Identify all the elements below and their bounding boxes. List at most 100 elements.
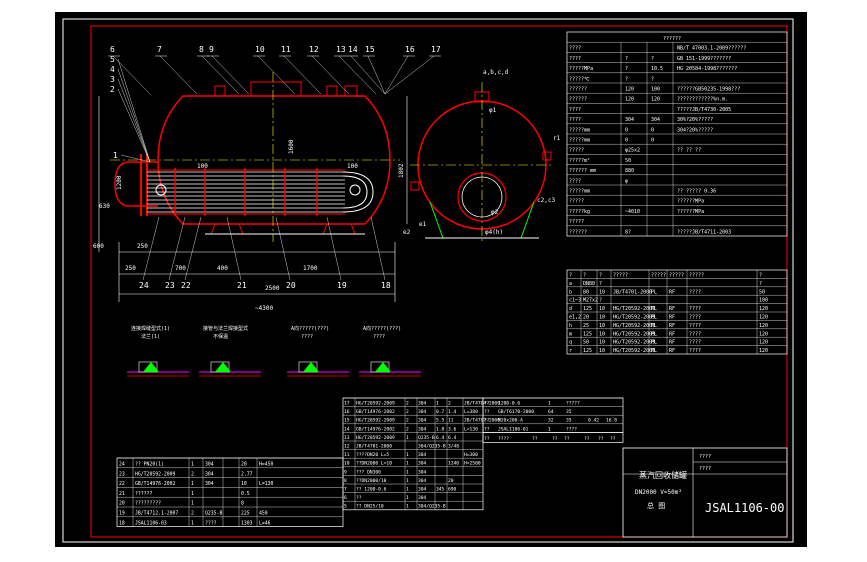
nozzle-cell: RF <box>669 315 675 321</box>
title-cell-1: ???? <box>699 454 711 460</box>
balloon-top: 7 <box>157 45 162 54</box>
tech-key: ?????MPa <box>569 66 593 72</box>
dim-400: 400 <box>217 265 228 272</box>
bom-cell: 225 <box>241 511 250 517</box>
detail-weld <box>143 362 159 372</box>
tech-val-a: 304 <box>625 117 634 123</box>
nozzle-cell: HG/T20592-2009 <box>613 331 655 337</box>
dim-2500: 2500 <box>265 285 280 292</box>
balloon-leader <box>159 55 198 95</box>
bom-cell: 12 <box>344 444 350 450</box>
balloon-leader <box>226 216 242 281</box>
bom-cell: L=380 <box>464 409 478 415</box>
balloon-bottom: 20 <box>286 281 296 290</box>
bom-cell: 1 <box>406 461 409 467</box>
bom-cell: 304/Q235-B <box>418 504 446 510</box>
balloon-left: 4 <box>110 65 115 74</box>
bom-cell: 23 <box>119 471 125 477</box>
balloon-leader <box>370 216 386 281</box>
bom-cell: ????????? <box>135 501 161 507</box>
channel-head <box>114 161 158 207</box>
nozzle-cell: ???? <box>689 289 701 295</box>
tech-key: ?????mm <box>569 189 590 195</box>
tech-key: ?????? <box>569 97 587 103</box>
bom-cell: L=46 <box>259 520 271 526</box>
bom-cell: 6 <box>344 495 347 501</box>
bom-cell: 1 <box>548 401 551 407</box>
bom-cell: 3.6 <box>448 426 457 432</box>
tech-val-a: 8? <box>625 229 631 235</box>
balloon-leader <box>112 55 151 95</box>
bom-cell: HG/T20592-2009 <box>356 401 395 407</box>
balloon-leader <box>326 216 342 281</box>
tech-key: ????? <box>569 199 584 205</box>
bom-cell: GB/T14976-2002 <box>356 426 395 432</box>
bom-cell: 1 <box>406 452 409 458</box>
bom-cell: 304 <box>418 495 427 501</box>
balloon-bottom: 24 <box>139 281 149 290</box>
bom-cell: 2 <box>406 426 409 432</box>
balloon-top: 12 <box>309 45 319 54</box>
drawing-number: JSAL1106-00 <box>705 501 784 515</box>
outlet-nozzle-end <box>349 184 361 196</box>
bom-cell: 1 <box>191 501 194 507</box>
nozzle-cell: r <box>569 348 572 354</box>
bom-cell: 690 <box>448 487 457 493</box>
tech-val-a: 120 <box>625 97 634 103</box>
bom-cell: ??? DN300 <box>356 469 381 475</box>
bom-cell: ????? <box>566 401 580 407</box>
bom-cell: 3/48 <box>448 444 459 450</box>
side-view <box>410 82 553 244</box>
bom-cell: JSAL1106-01 <box>498 426 529 432</box>
tech-val-a: 0 <box>625 127 628 133</box>
nozzle-cell: c1~3 <box>569 298 581 304</box>
bom-cell: 304 <box>418 426 427 432</box>
bom-cell: 1 <box>191 481 194 487</box>
tech-key: ?????? mm <box>569 168 596 174</box>
label-phi1: φ1 <box>489 107 497 114</box>
nozzle-cell: RF <box>669 331 675 337</box>
bom-cell: 1 <box>191 491 194 497</box>
bom-cell: 304 <box>418 478 427 484</box>
title-sub: 总 图 <box>647 501 665 510</box>
bom-cell: 10 <box>344 461 350 467</box>
nozzle-cell: 50 <box>583 340 589 346</box>
bom-cell: 304 <box>205 462 214 468</box>
bom-cell: 304 <box>418 409 427 415</box>
tech-val-c: ??????MPa <box>677 199 704 205</box>
detail-weld <box>215 362 231 372</box>
nozzle-cell: ???? <box>689 323 701 329</box>
bom-cell: 2 <box>191 511 194 517</box>
bom-cell: 35 <box>566 418 572 424</box>
nozzle-cell: b <box>569 289 572 295</box>
bom-cell: 1 <box>436 401 439 407</box>
tech-val-c: ?????JB/T4730-2005 <box>677 107 731 113</box>
vessel-shell <box>157 95 391 225</box>
balloon-left: 3 <box>110 75 115 84</box>
bom-cell: 20 <box>119 501 125 507</box>
bom-cell: 10 <box>241 481 247 487</box>
bom-cell: JB/T4704-2000 <box>464 401 500 407</box>
bom-cell: ?? <box>484 418 490 424</box>
tech-val-c: ????????????%n.m. <box>677 97 728 103</box>
top-nozzle-3 <box>344 85 358 97</box>
bom-header-cell: ?? <box>584 436 590 442</box>
balloon-leader <box>283 55 322 95</box>
nozzle-header-cell: ? <box>583 273 586 279</box>
nozzle-cell: PL <box>651 315 657 321</box>
tech-val-b: ? <box>651 56 654 62</box>
bom-cell: 1303 <box>241 520 253 526</box>
tech-val-c: ??????MPa <box>677 209 704 215</box>
nozzle-cell: PL <box>651 306 657 312</box>
detail-subtitle: 不保温 <box>213 333 228 340</box>
nozzle-cell: 100 <box>759 298 768 304</box>
balloon-top: 14 <box>348 45 358 54</box>
bom-cell: 0.7 <box>436 409 445 415</box>
bom-cell: ?? PN20(1) <box>135 462 164 468</box>
dim-250: 250 <box>125 265 136 272</box>
dim-1802: 1802 <box>398 163 405 178</box>
